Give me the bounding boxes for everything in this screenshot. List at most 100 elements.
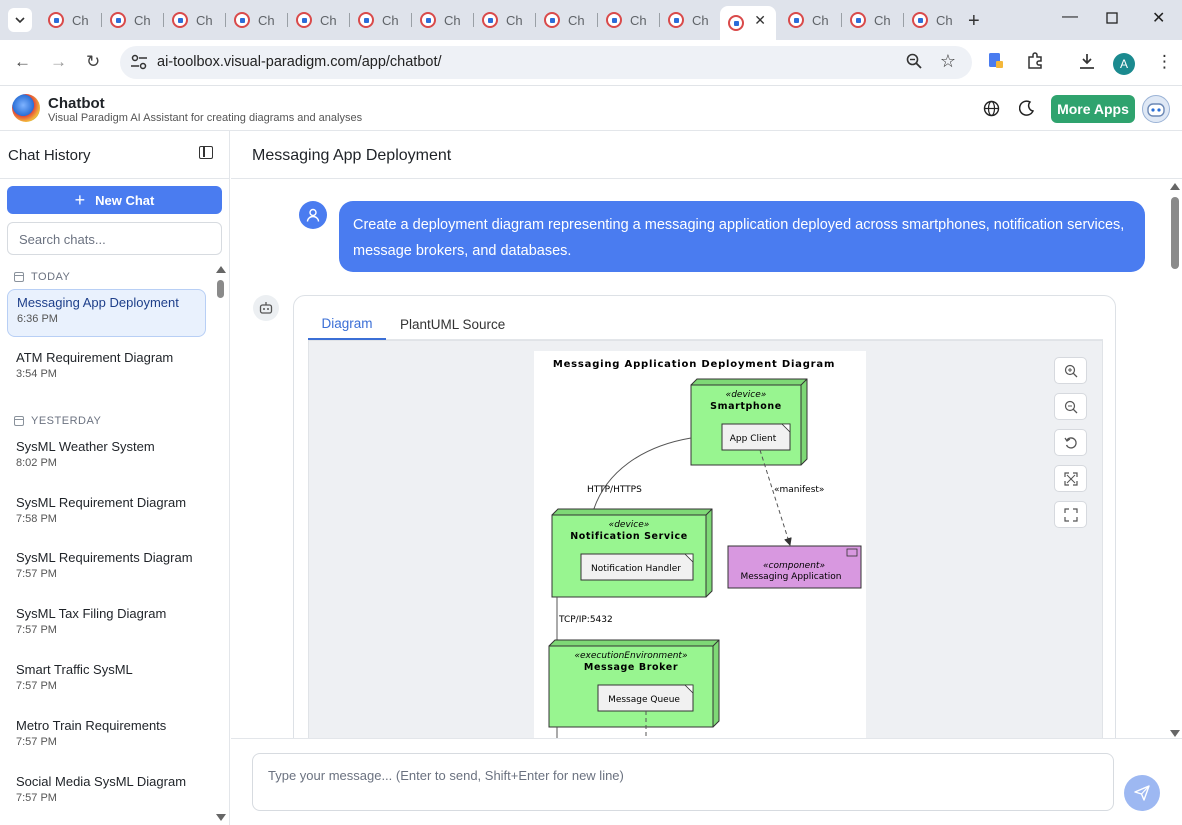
browser-tab[interactable]: Ch <box>225 6 286 34</box>
message-broker-node: «executionEnvironment» Message Broker Me… <box>548 639 720 728</box>
broker-label: Message Broker <box>584 662 678 673</box>
chat-item-atm-requirement[interactable]: ATM Requirement Diagram 3:54 PM <box>7 345 206 393</box>
section-label: YESTERDAY <box>31 415 102 427</box>
chat-item-time: 6:36 PM <box>17 313 58 325</box>
http-link-label: HTTP/HTTPS <box>587 485 642 495</box>
list-item[interactable]: SysML Requirement Diagram 7:58 PM <box>7 490 206 538</box>
zoom-icon[interactable] <box>906 53 922 73</box>
omnibox[interactable]: ai-toolbox.visual-paradigm.com/app/chatb… <box>120 46 972 79</box>
browser-tab[interactable]: Ch <box>287 6 348 34</box>
list-item[interactable]: SysML Requirements Diagram 7:57 PM <box>7 545 206 593</box>
zoom-out-icon <box>1064 400 1077 413</box>
app-client-artifact: App Client <box>730 434 777 444</box>
chat-item-time: 7:57 PM <box>16 568 57 580</box>
close-window-button[interactable]: ✕ <box>1152 10 1166 27</box>
tab-plantuml-source[interactable]: PlantUML Source <box>400 317 506 332</box>
forward-button[interactable]: → <box>50 52 67 71</box>
scrollbar-thumb[interactable] <box>217 280 224 298</box>
component-label: Messaging Application <box>741 572 842 582</box>
extensions-puzzle-icon[interactable] <box>1026 52 1044 75</box>
tab-search-dropdown[interactable] <box>8 8 32 32</box>
list-item[interactable]: SysML Tax Filing Diagram 7:57 PM <box>7 601 206 649</box>
extension-file-icon[interactable] <box>988 52 1004 75</box>
reset-icon <box>1064 436 1077 449</box>
list-item[interactable]: Smart Traffic SysML 7:57 PM <box>7 657 206 705</box>
browser-tab[interactable]: Ch <box>535 6 596 34</box>
list-item[interactable]: Metro Train Requirements 7:57 PM <box>7 713 206 761</box>
close-tab-icon[interactable]: ✕ <box>754 12 766 28</box>
chat-item-time: 7:57 PM <box>16 680 57 692</box>
download-icon[interactable] <box>1078 52 1096 75</box>
diagram-viewport[interactable]: Messaging Application Deployment Diagram… <box>308 340 1103 739</box>
list-item[interactable]: Social Media SysML Diagram 7:57 PM <box>7 769 206 817</box>
tab-label: Ch <box>72 12 89 28</box>
scroll-up-icon[interactable] <box>1170 183 1180 190</box>
chat-item-name: ATM Requirement Diagram <box>16 350 174 365</box>
browser-menu-icon[interactable]: ⋮ <box>1156 52 1173 71</box>
scroll-down-icon[interactable] <box>1170 730 1180 737</box>
send-button[interactable] <box>1124 775 1160 811</box>
scrollbar-thumb[interactable] <box>1171 197 1179 269</box>
maximize-icon <box>1106 12 1118 24</box>
response-tabs: Diagram PlantUML Source <box>308 310 1103 340</box>
maximize-button[interactable] <box>1106 11 1118 29</box>
browser-tab[interactable]: Ch <box>903 6 964 34</box>
back-button[interactable]: ← <box>14 52 31 71</box>
tab-favicon-icon <box>728 15 744 31</box>
zoom-out-button[interactable] <box>1054 393 1087 420</box>
fullscreen-button[interactable] <box>1054 501 1087 528</box>
browser-tab[interactable]: Ch <box>101 6 162 34</box>
new-chat-button[interactable]: + New Chat <box>7 186 222 214</box>
reset-view-button[interactable] <box>1054 429 1087 456</box>
minimize-button[interactable]: — <box>1062 8 1078 25</box>
sidebar-scrollbar[interactable] <box>215 262 230 825</box>
bookmark-star-icon[interactable]: ☆ <box>939 51 956 71</box>
user-message-bubble: Create a deployment diagram representing… <box>339 201 1145 272</box>
messaging-application-component: «component» Messaging Application <box>727 545 862 589</box>
chat-item-name: Social Media SysML Diagram <box>16 774 187 789</box>
message-input[interactable]: Type your message... (Enter to send, Shi… <box>252 753 1114 811</box>
scroll-down-icon[interactable] <box>216 814 226 821</box>
chat-list: TODAY Messaging App Deployment 6:36 PM A… <box>0 262 214 825</box>
dark-mode-moon-icon[interactable] <box>1018 100 1035 121</box>
tab-label: Ch <box>630 12 647 28</box>
assistant-avatar[interactable] <box>1142 95 1170 123</box>
sidebar-toggle-icon[interactable] <box>199 146 213 159</box>
scroll-up-icon[interactable] <box>216 266 226 273</box>
globe-icon[interactable] <box>983 100 1000 122</box>
browser-tab[interactable]: Ch <box>659 6 720 34</box>
browser-tab[interactable]: Ch <box>780 6 840 34</box>
smartphone-node: «device» Smartphone App Client <box>690 378 808 466</box>
zoom-in-button[interactable] <box>1054 357 1087 384</box>
url-text[interactable]: ai-toolbox.visual-paradigm.com/app/chatb… <box>157 54 442 70</box>
profile-avatar[interactable]: A <box>1113 53 1135 75</box>
calendar-icon <box>14 416 24 426</box>
page-title: Messaging App Deployment <box>252 147 452 164</box>
browser-tab[interactable]: Ch <box>163 6 224 34</box>
browser-tab[interactable]: Ch <box>349 6 410 34</box>
more-apps-button[interactable]: More Apps <box>1051 95 1135 123</box>
smartphone-stereotype: «device» <box>726 390 767 400</box>
tab-diagram[interactable]: Diagram <box>308 310 386 340</box>
search-chats-input[interactable]: Search chats... <box>7 222 222 255</box>
chat-item-name: Smart Traffic SysML <box>16 662 133 677</box>
chat-item-time: 3:54 PM <box>16 368 57 380</box>
http-link <box>591 437 692 516</box>
main-scrollbar[interactable] <box>1169 179 1182 739</box>
site-settings-icon[interactable] <box>130 54 148 70</box>
app-header: Chatbot Visual Paradigm AI Assistant for… <box>0 87 1182 131</box>
browser-tab[interactable]: Ch <box>841 6 902 34</box>
assistant-response-card: Diagram PlantUML Source Messaging Applic… <box>293 295 1116 739</box>
chat-item-messaging-app-deployment[interactable]: Messaging App Deployment 6:36 PM <box>7 289 206 337</box>
browser-tab[interactable]: Ch <box>411 6 472 34</box>
reload-button[interactable]: ↻ <box>86 52 101 71</box>
list-item[interactable]: SysML Weather System 8:02 PM <box>7 434 206 482</box>
browser-tab[interactable]: Ch <box>40 6 100 34</box>
fit-to-screen-button[interactable] <box>1054 465 1087 492</box>
browser-tab-active[interactable]: ✕ <box>720 6 776 40</box>
browser-tab[interactable]: Ch <box>597 6 658 34</box>
new-tab-button[interactable]: + <box>968 10 980 32</box>
tab-label: Ch <box>258 12 275 28</box>
notification-handler-artifact: Notification Handler <box>591 564 681 574</box>
browser-tab[interactable]: Ch <box>473 6 534 34</box>
